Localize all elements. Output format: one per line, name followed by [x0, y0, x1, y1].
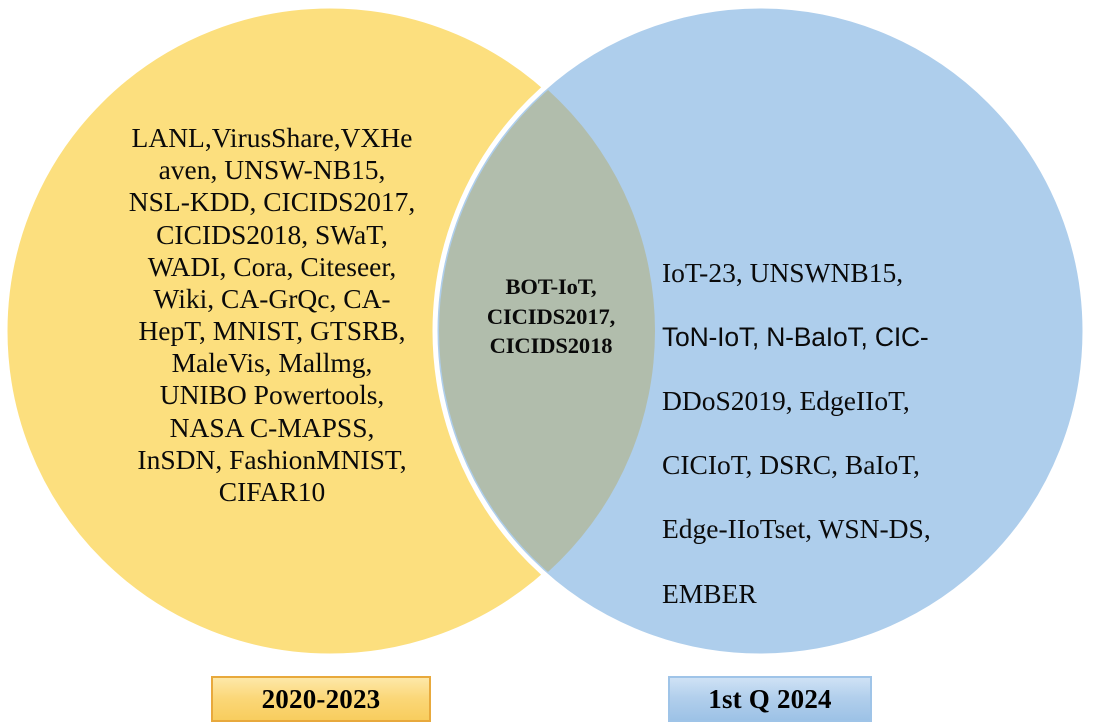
intersection-items: BOT-IoT, CICIDS2017, CICIDS2018: [486, 274, 616, 359]
right-set-line-3: DDoS2019, EdgeIIoT,: [662, 384, 910, 416]
left-set-items: LANL,VirusShare,VXHe aven, UNSW-NB15, NS…: [128, 122, 416, 507]
left-set-legend[interactable]: 2020-2023: [211, 676, 431, 722]
right-set-line-5: Edge-IIoTset, WSN-DS,: [662, 513, 931, 545]
right-set-line-1: IoT-23, UNSWNB15,: [662, 257, 904, 289]
right-set-line-6: EMBER: [662, 577, 757, 609]
right-set-line-4: CICIoT, DSRC, BaIoT,: [662, 449, 920, 481]
right-set-line-2: ToN-IoT, N-BaIoT, CIC-: [662, 321, 929, 352]
right-set-legend[interactable]: 1st Q 2024: [668, 676, 872, 722]
right-set-items: IoT-23, UNSWNB15, ToN-IoT, N-BaIoT, CIC-…: [662, 225, 962, 642]
intersection-lens[interactable]: [439, 10, 1081, 652]
